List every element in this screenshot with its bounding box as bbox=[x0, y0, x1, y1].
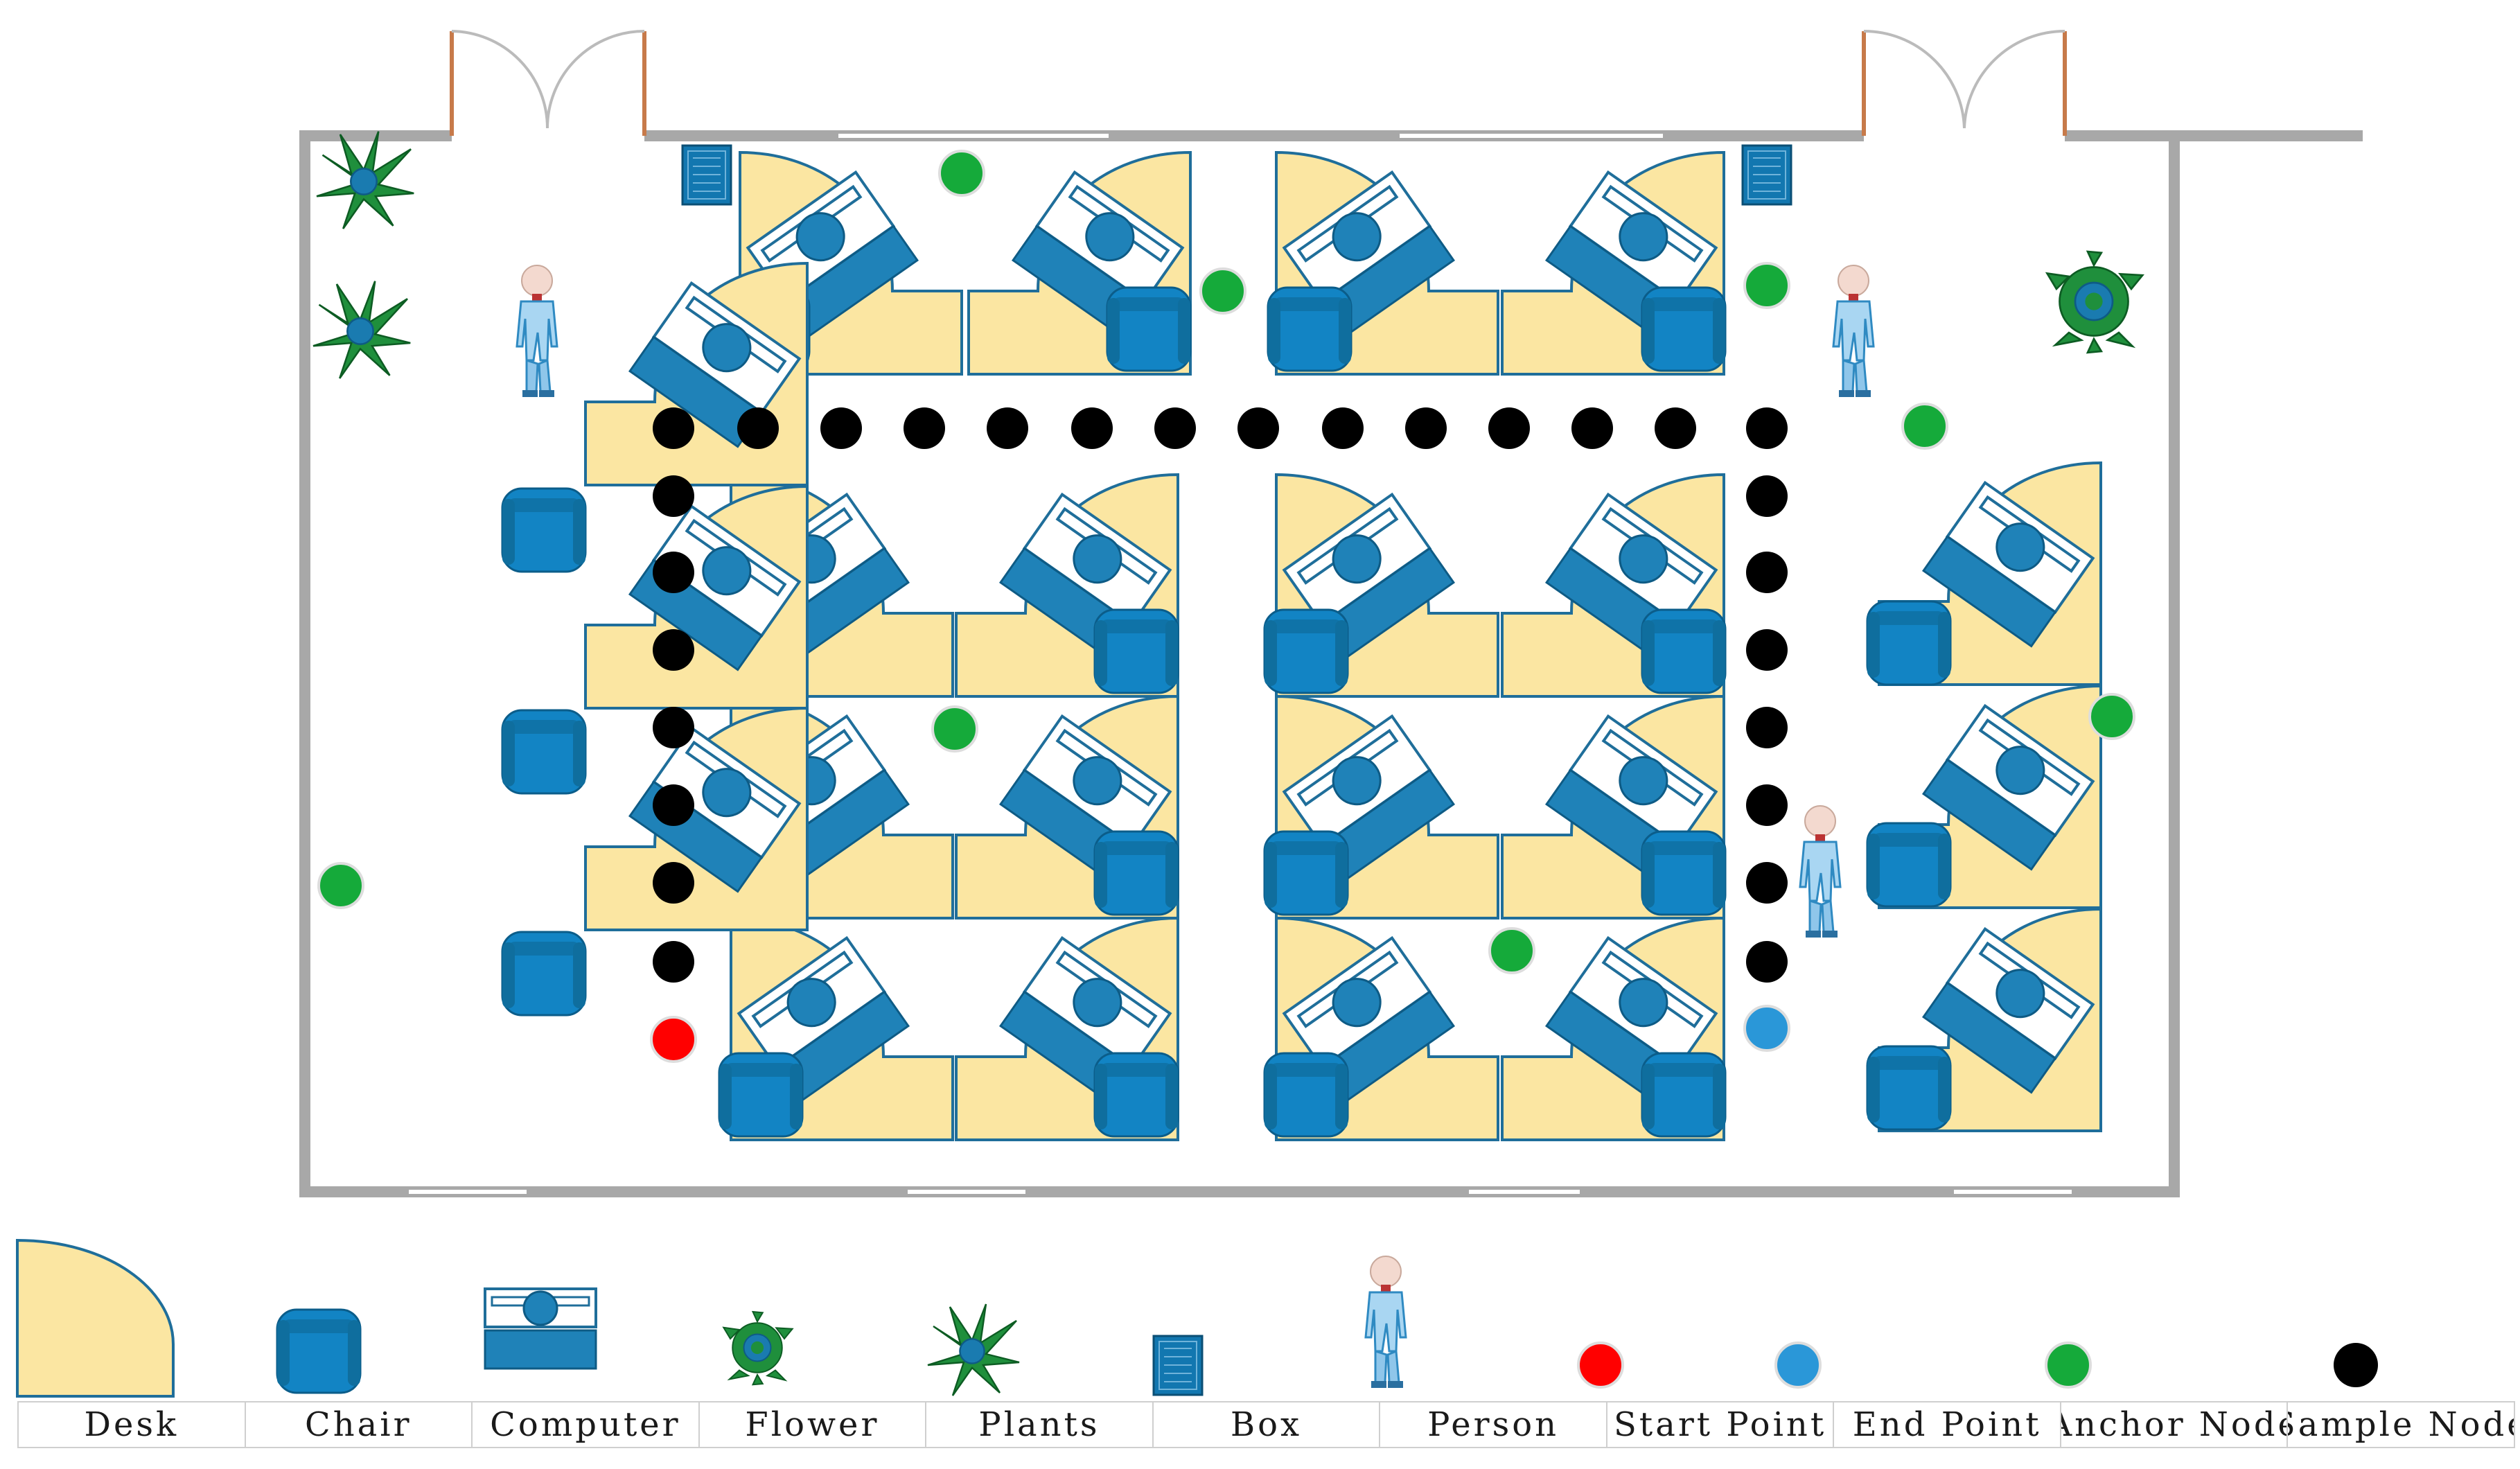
legend-start-icon bbox=[1577, 1342, 1624, 1389]
legend-plants-icon bbox=[926, 1303, 1021, 1397]
door-right bbox=[1862, 30, 2067, 136]
legend-person-icon bbox=[1364, 1255, 1407, 1389]
legend-anchor-icon bbox=[2045, 1342, 2092, 1389]
start-node bbox=[650, 1016, 697, 1063]
desk-block-middle-right bbox=[1263, 473, 1727, 1141]
box-icon bbox=[681, 144, 732, 206]
windows bbox=[409, 134, 2072, 1194]
end-node bbox=[1743, 1005, 1790, 1052]
legend-box-icon bbox=[1152, 1335, 1204, 1396]
legend-sample-icon bbox=[2334, 1343, 2378, 1387]
flower-icon bbox=[2046, 250, 2144, 354]
plant-icon bbox=[312, 280, 412, 380]
legend-sample-node-label: Sample Node bbox=[2288, 1405, 2514, 1444]
desk-group-top-right bbox=[1267, 151, 1727, 376]
plant-icon bbox=[315, 130, 415, 230]
legend-end-icon bbox=[1774, 1342, 1822, 1389]
legend-flower-label: Flower bbox=[700, 1402, 927, 1447]
person-icon bbox=[1799, 804, 1842, 939]
sample-nodes bbox=[653, 407, 1788, 983]
desk-column-right bbox=[1866, 461, 2102, 1132]
legend: Desk Chair Computer Flower Plants Box Pe… bbox=[17, 1401, 2515, 1448]
person-icon bbox=[516, 264, 558, 398]
wall-top-right-cover bbox=[1864, 129, 2065, 143]
legend-anchor-node-label: Anchor Node bbox=[2061, 1402, 2289, 1447]
legend-computer-icon bbox=[484, 1287, 597, 1370]
legend-end-point-label: End Point bbox=[1834, 1402, 2061, 1447]
legend-flower-icon bbox=[723, 1311, 793, 1386]
legend-desk-label: Desk bbox=[19, 1402, 246, 1447]
legend-person-label: Person bbox=[1380, 1402, 1607, 1447]
door-left bbox=[450, 30, 646, 136]
person-icon bbox=[1832, 264, 1875, 398]
legend-chair-label: Chair bbox=[246, 1402, 473, 1447]
box-icon bbox=[1741, 144, 1792, 206]
legend-start-point-label: Start Point bbox=[1607, 1402, 1835, 1447]
legend-plants-label: Plants bbox=[926, 1402, 1154, 1447]
anchor-nodes bbox=[317, 150, 2135, 974]
legend-icons bbox=[16, 1238, 2378, 1398]
legend-box-label: Box bbox=[1154, 1402, 1381, 1447]
legend-chair-icon bbox=[276, 1308, 362, 1394]
legend-desk-icon bbox=[16, 1238, 175, 1398]
legend-computer-label: Computer bbox=[473, 1402, 700, 1447]
